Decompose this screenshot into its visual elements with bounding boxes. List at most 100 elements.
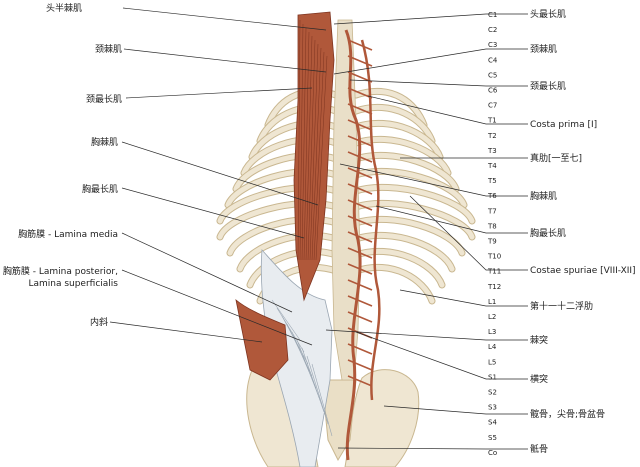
muscle-slip (347, 375, 373, 387)
leader-line (333, 48, 528, 75)
muscle-slip (347, 71, 373, 83)
vertebra-label: T8 (487, 222, 497, 230)
vertebra-label: S3 (488, 404, 497, 412)
rib (353, 169, 467, 208)
left-label: 头半棘肌 (46, 2, 82, 14)
rib (237, 232, 339, 272)
right-label: Costae spuriae [VIII-XII] (530, 266, 636, 276)
muscle-fiber (311, 47, 322, 261)
left-label: 颈最长肌 (86, 93, 122, 105)
muscle-slip (347, 199, 373, 211)
muscle-fiber (315, 55, 328, 261)
fascia-fiber (276, 307, 305, 353)
leader-line (333, 13, 528, 25)
vertebra-label: S2 (488, 389, 497, 397)
muscle-slip (347, 231, 373, 243)
leader-line (121, 141, 319, 206)
rib (353, 185, 475, 224)
left-label: 胸筋膜 - Lamina media (18, 228, 118, 240)
leader-line (383, 405, 528, 415)
leader-line (399, 289, 528, 307)
right-ribcage (352, 87, 476, 305)
leader-line (355, 331, 528, 380)
rib (353, 88, 427, 128)
right-label: 胸最长肌 (530, 227, 566, 239)
rib (353, 120, 443, 160)
muscle-slip (347, 39, 373, 51)
muscle-slip (347, 263, 373, 275)
muscle-slip (347, 359, 373, 371)
right-muscle-strands (344, 29, 381, 461)
rib (353, 136, 451, 176)
rib (353, 152, 459, 192)
right-label: 胸棘肌 (530, 190, 557, 202)
leader-line (125, 87, 313, 99)
muscle-slip (347, 279, 373, 291)
left-label: 内斜 (90, 316, 108, 328)
muscle-slip (347, 311, 373, 323)
fascia-fiber (271, 299, 301, 341)
muscle-slip (347, 135, 373, 147)
vertebra-labels: C1C2C3C4C5C6C7T1T2T3T4T5T6T7T8T9T10T11T1… (487, 11, 501, 457)
leader-line (121, 232, 293, 313)
leader-line (337, 447, 528, 450)
vertebra-label: S4 (488, 419, 497, 427)
fascia-fiber (311, 363, 333, 437)
left-label: Lamina superficialis (28, 279, 118, 289)
rib (353, 217, 465, 256)
leader-line (121, 269, 313, 346)
vertebra-label: C1 (488, 11, 497, 19)
muscle-slip (347, 247, 373, 259)
right-label: 颈最长肌 (530, 80, 566, 92)
muscle-fiber (297, 19, 301, 261)
leader-line (109, 321, 263, 343)
vertebra-label: T2 (487, 132, 497, 140)
leader-line (375, 205, 528, 234)
rib (247, 248, 339, 288)
leader-line (325, 329, 528, 341)
muscle-slip (347, 119, 373, 131)
vertebra-label: L3 (488, 328, 496, 336)
muscle-fiber (307, 39, 316, 261)
pelvis (246, 367, 420, 467)
right-label: 头最长肌 (530, 8, 566, 20)
muscle-slip (347, 151, 373, 163)
left-label: 颈棘肌 (95, 44, 122, 55)
muscle-slip (347, 183, 373, 195)
right-label: 颈棘肌 (530, 44, 557, 55)
fascia-fiber (306, 355, 329, 425)
leader-line (123, 48, 327, 73)
muscle-slip (347, 55, 373, 67)
muscle-slip (347, 295, 373, 307)
vertebra-label: C2 (488, 26, 497, 34)
vertebra-label: T4 (487, 162, 497, 170)
leader-line (409, 195, 528, 271)
spinalis-strand (344, 29, 362, 461)
vertebra-label: C4 (488, 56, 498, 64)
right-label: Costa prima [I] (530, 120, 597, 130)
right-label: 棘突 (530, 334, 548, 346)
vertebra-label: S1 (488, 373, 497, 381)
rib (353, 232, 455, 272)
muscle-fiber (305, 35, 313, 261)
leader-line (339, 163, 528, 197)
rib (353, 201, 475, 240)
vertebra-label: L1 (488, 298, 496, 306)
right-label: 髋骨，尖骨;骨盆骨 (530, 408, 605, 420)
vertebra-label: S5 (488, 434, 497, 442)
vertebra-label: T12 (487, 283, 501, 291)
right-label: 第十一十二浮肋 (530, 300, 593, 312)
vertebra-label: T11 (487, 268, 501, 276)
muscle-fiber (299, 23, 304, 261)
vertebra-label: T1 (487, 117, 497, 125)
right-label: 横突 (530, 373, 548, 385)
vertebra-label: C6 (488, 87, 498, 95)
vertebra-label: T3 (487, 147, 497, 155)
muscle-fibers (297, 19, 328, 261)
right-label: 真肋[一至七] (530, 152, 582, 164)
vertebra-label: C3 (488, 41, 497, 49)
leader-lines (109, 7, 528, 450)
